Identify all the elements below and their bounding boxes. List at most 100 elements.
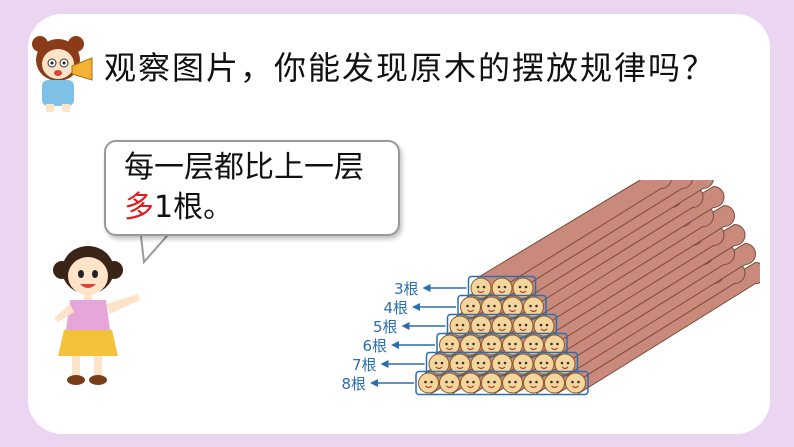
log-face-eye (535, 342, 538, 346)
log-face-mouth (446, 385, 453, 389)
log-end (544, 334, 565, 356)
log-face-eye (461, 323, 465, 327)
log-face-mouth (456, 366, 464, 370)
log-face-eye (472, 304, 475, 308)
layer-arrow-head (401, 322, 410, 330)
log-face-eye (476, 285, 480, 289)
log-face-eye (455, 323, 459, 327)
log-face-mouth (467, 385, 474, 389)
layer-label: 7根 (352, 356, 377, 374)
log-end (523, 334, 544, 356)
log-body (519, 180, 714, 300)
log-face-eye (430, 380, 433, 384)
layer-arrow-head (412, 303, 420, 311)
log-end (481, 296, 502, 318)
log-face-eye (487, 342, 490, 346)
log-end (470, 277, 492, 299)
log-end (512, 353, 534, 375)
log-face-eye (524, 361, 528, 365)
layer-arrow-head (391, 341, 399, 349)
log-end (428, 353, 450, 375)
log-face-eye (472, 380, 475, 384)
log-face-mouth (456, 328, 464, 332)
log-face-eye (493, 304, 496, 308)
log-end (502, 372, 523, 394)
log-end (502, 296, 523, 318)
speech-bubble-text: 每一层都比上一层多1根。 (124, 148, 384, 228)
log-face-mouth (530, 347, 537, 351)
log-face-mouth (446, 347, 453, 351)
log-face-eye (518, 361, 522, 365)
log-face-eye (476, 323, 480, 327)
log-end (439, 334, 460, 356)
layer-label: 3根 (394, 280, 419, 298)
log-face-eye (508, 380, 511, 384)
log-face-eye (497, 361, 501, 365)
log-end (449, 315, 471, 337)
log-end (502, 334, 523, 356)
log-face-eye (560, 361, 564, 365)
log-end (533, 353, 555, 375)
log-body (477, 180, 672, 300)
layer-arrow-head (370, 379, 378, 387)
log-face-eye (556, 342, 559, 346)
log-face-eye (476, 361, 480, 365)
pointing-girl-illustration (53, 246, 140, 385)
log-face-mouth (509, 347, 516, 351)
log-end (565, 372, 586, 394)
log-face-eye (550, 380, 553, 384)
log-end (491, 315, 513, 337)
log-face-mouth (509, 385, 516, 389)
log-face-eye (445, 380, 448, 384)
log-face-mouth (477, 290, 485, 294)
layer-outline (425, 351, 579, 377)
layer-outline (415, 370, 589, 396)
log-end (512, 315, 534, 337)
log-end (470, 353, 492, 375)
log-face-eye (482, 361, 486, 365)
log-face-eye (577, 380, 580, 384)
log-face-eye (445, 342, 448, 346)
log-end (554, 353, 576, 375)
layer-arrow-head (422, 284, 431, 292)
log-face-mouth (551, 385, 558, 389)
log-face-eye (550, 342, 553, 346)
log-end (481, 334, 502, 356)
layer-label: 5根 (373, 318, 398, 336)
log-face-eye (545, 323, 549, 327)
log-face-eye (556, 380, 559, 384)
log-body (550, 223, 746, 357)
log-face-eye (424, 380, 427, 384)
log-face-mouth (519, 328, 527, 332)
log-face-eye (434, 361, 438, 365)
log-face-mouth (488, 309, 495, 313)
log-face-mouth (572, 385, 579, 389)
log-end (523, 372, 544, 394)
log-face-eye (451, 380, 454, 384)
log-face-eye (455, 361, 459, 365)
log-face-eye (440, 361, 444, 365)
log-face-eye (514, 304, 517, 308)
log-face-eye (497, 323, 501, 327)
layer-arrow-head (380, 360, 389, 368)
bubble-text-part2: 1根。 (154, 190, 234, 225)
log-face-eye (539, 361, 543, 365)
log-face-mouth (530, 309, 537, 313)
log-face-eye (514, 380, 517, 384)
log-face-mouth (477, 328, 485, 332)
log-face-eye (461, 361, 465, 365)
log-face-eye (535, 304, 538, 308)
log-face-eye (466, 380, 469, 384)
log-face-eye (487, 380, 490, 384)
log-end (470, 315, 492, 337)
log-face-mouth (519, 366, 527, 370)
log-face-eye (524, 285, 528, 289)
log-face-eye (503, 323, 507, 327)
log-face-eye (503, 361, 507, 365)
log-face-eye (466, 342, 469, 346)
log-face-eye (508, 342, 511, 346)
log-face-eye (529, 342, 532, 346)
log-face-eye (466, 304, 469, 308)
log-face-eye (482, 285, 486, 289)
log-face-mouth (467, 309, 474, 313)
